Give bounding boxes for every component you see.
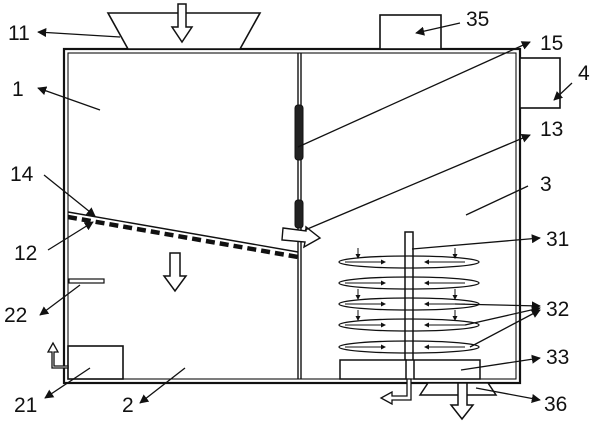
- drain-pipe-icon: [379, 378, 412, 406]
- base-block-left: [339, 359, 407, 380]
- label-13: 13: [540, 118, 563, 141]
- downflow-arrow-icon: [162, 252, 188, 293]
- label-33: 33: [546, 346, 569, 369]
- valve-arrow-icon: [281, 225, 322, 249]
- label-12: 12: [14, 242, 37, 265]
- label-31: 31: [546, 228, 569, 251]
- label-1: 1: [12, 78, 24, 101]
- label-21: 21: [14, 394, 37, 417]
- label-32: 32: [546, 298, 569, 321]
- coil-assembly: [338, 231, 480, 361]
- discharge-arrow-icon: [449, 382, 475, 421]
- vent-arrow-icon: [46, 341, 69, 369]
- inlet-hopper: [106, 3, 262, 50]
- top-unit-box: [379, 14, 442, 50]
- label-22: 22: [4, 304, 27, 327]
- heater-rod-lower: [294, 199, 304, 229]
- label-3: 3: [540, 173, 552, 196]
- inclined-screen: [67, 211, 299, 260]
- housing: [62, 47, 522, 385]
- feed-arrow-icon: [170, 3, 194, 44]
- label-11: 11: [8, 22, 30, 45]
- label-4: 4: [578, 62, 590, 85]
- collection-box: [67, 345, 124, 380]
- level-rod: [68, 278, 105, 284]
- label-2: 2: [122, 394, 134, 417]
- leader-lines: [37, 22, 573, 404]
- label-36: 36: [544, 393, 567, 416]
- label-15: 15: [540, 32, 563, 55]
- heater-rod-upper: [294, 104, 304, 161]
- label-14: 14: [10, 163, 34, 186]
- label-35: 35: [466, 8, 489, 31]
- outlet-housing: [413, 359, 481, 380]
- side-unit-box: [519, 57, 561, 109]
